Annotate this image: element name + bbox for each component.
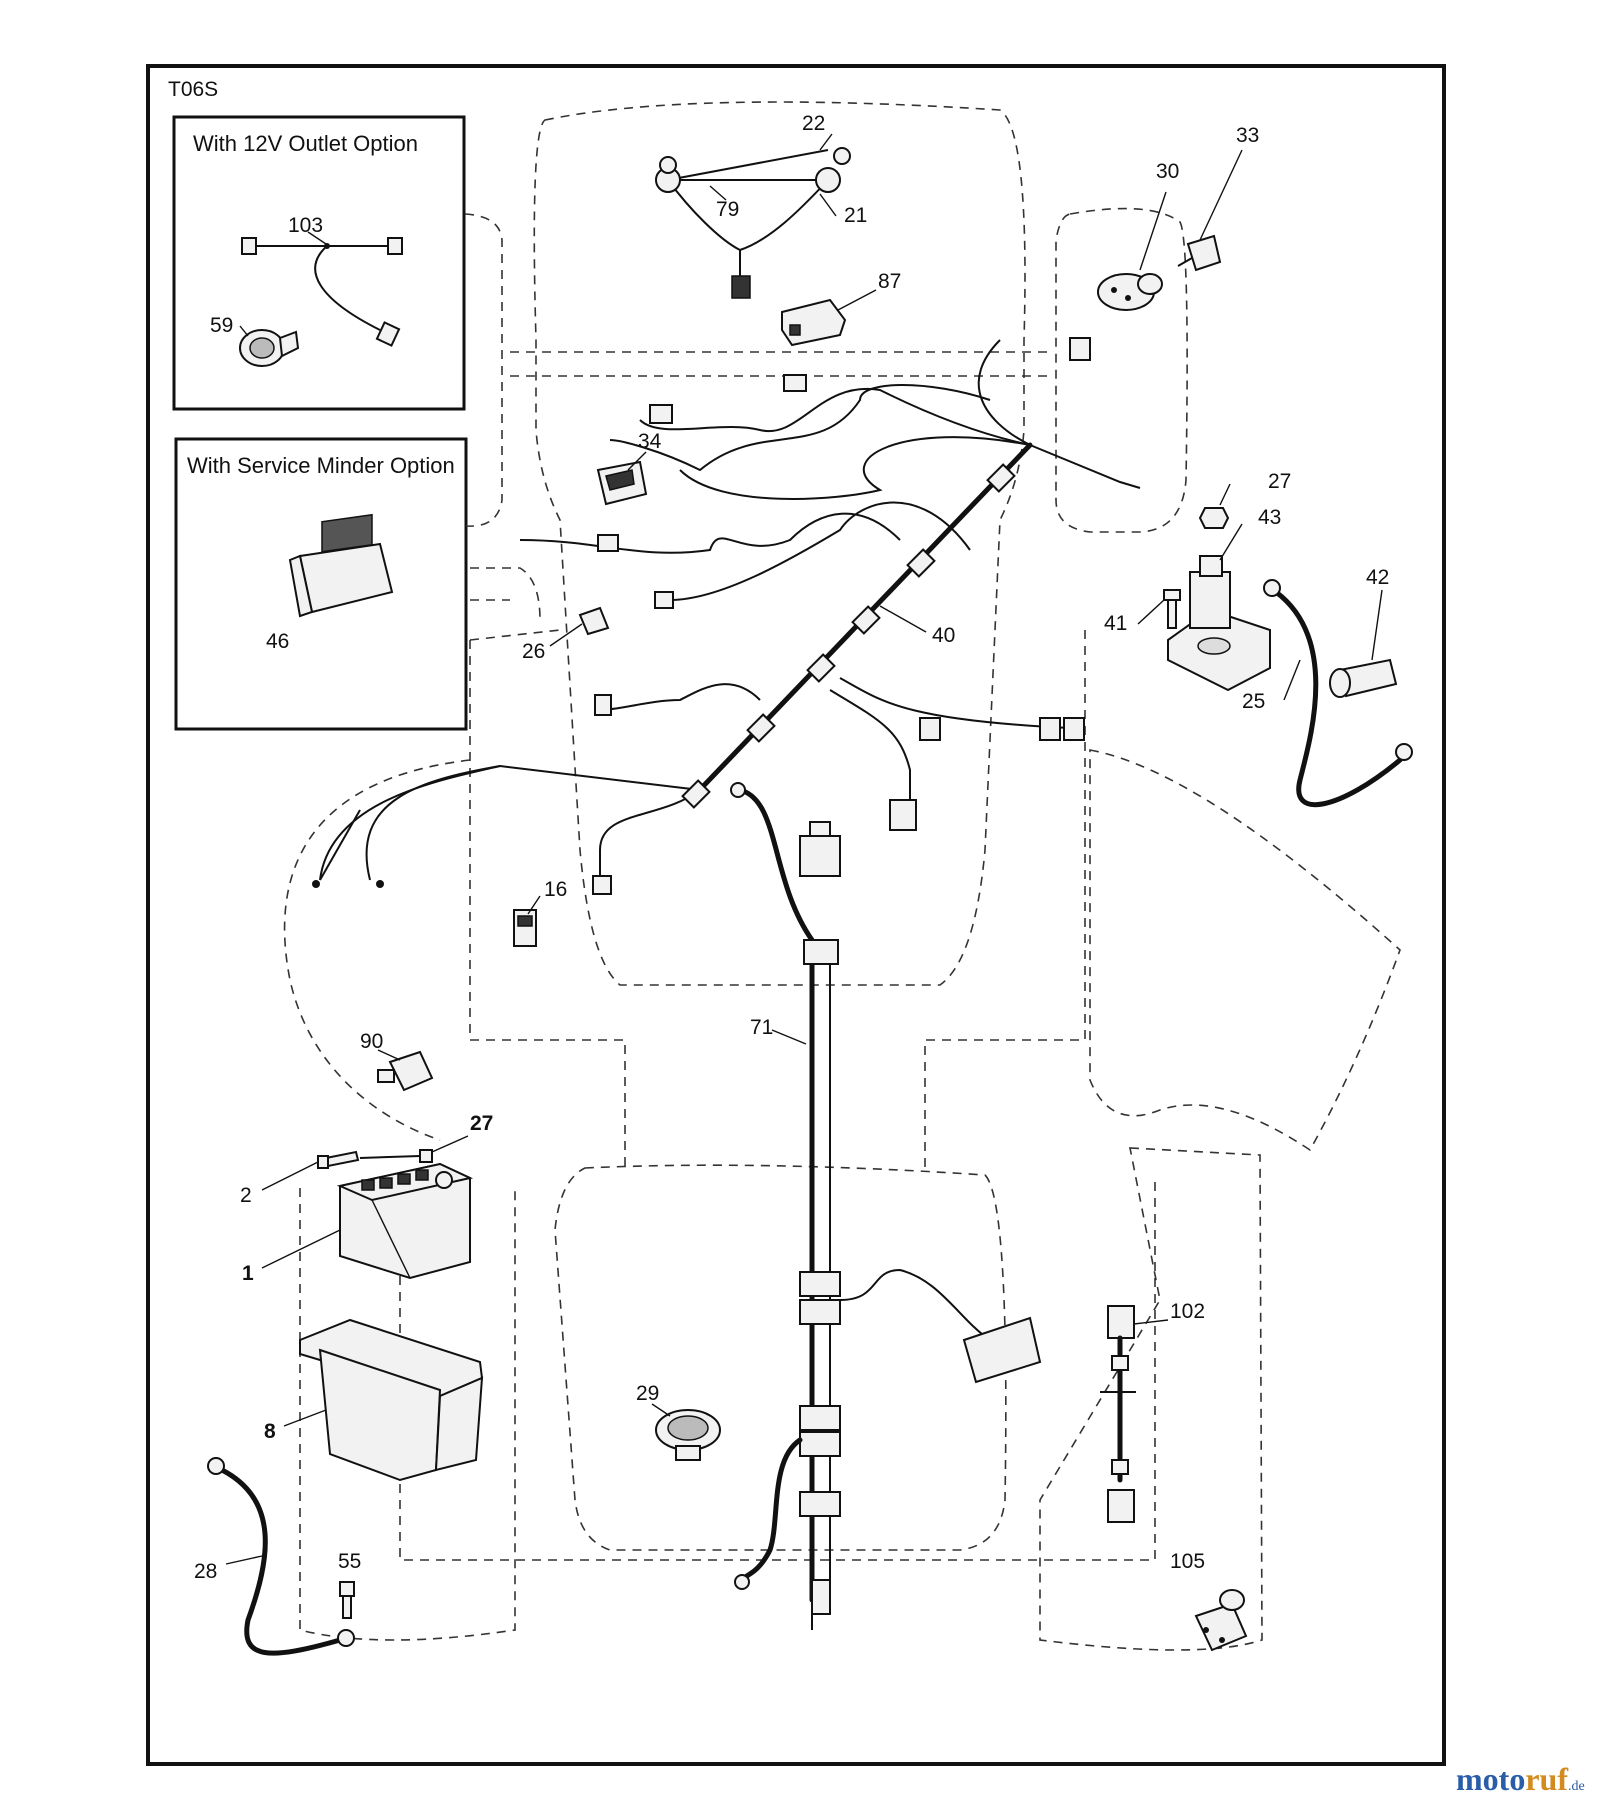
label-25: 25	[1242, 690, 1265, 713]
callout-labels: 22 21 79 87 30 33 34 27 43 41 42 25 40 2…	[194, 112, 1389, 1583]
label-28: 28	[194, 1560, 217, 1583]
label-16: 16	[544, 878, 567, 901]
part-59-outlet	[239, 329, 300, 367]
part-27-battery-nut	[359, 1149, 433, 1163]
diagram-frame	[146, 64, 1446, 1766]
part-102-harness	[1100, 1305, 1136, 1523]
tractor-outlines	[283, 101, 1401, 1651]
label-29: 29	[636, 1382, 659, 1405]
part-21-22-79-lights	[655, 147, 851, 299]
label-27-solenoid: 27	[1268, 470, 1291, 493]
label-59: 59	[210, 314, 233, 337]
part-27-nut	[1198, 507, 1230, 529]
label-71: 71	[750, 1016, 773, 1039]
outlet-option-title: With 12V Outlet Option	[193, 131, 418, 156]
label-42: 42	[1366, 566, 1389, 589]
part-46-service-minder	[288, 513, 394, 618]
label-33: 33	[1236, 124, 1259, 147]
part-34-switch	[596, 460, 648, 506]
part-87-relay	[781, 298, 847, 347]
part-41-bolt	[1163, 589, 1181, 629]
part-1-battery	[336, 1162, 474, 1280]
part-30-ignition-switch	[1097, 273, 1163, 311]
part-71-harness	[730, 782, 1042, 1630]
label-90: 90	[360, 1030, 383, 1053]
part-33-key	[1177, 234, 1222, 272]
part-43-solenoid	[1167, 555, 1271, 692]
part-2-bolt	[317, 1150, 360, 1169]
label-41: 41	[1104, 612, 1127, 635]
part-29-grommet	[655, 1409, 721, 1461]
label-87: 87	[878, 270, 901, 293]
part-28-cable	[207, 1457, 355, 1656]
part-25-cable	[1263, 579, 1413, 808]
label-79: 79	[716, 198, 739, 221]
label-30: 30	[1156, 160, 1179, 183]
part-103-harness	[241, 237, 403, 347]
leader-lines	[225, 133, 1383, 1565]
part-26-fuse	[578, 606, 610, 636]
service-minder-option-box: With Service Minder Option	[174, 437, 468, 731]
label-27-battery: 27	[470, 1112, 493, 1135]
part-90-plug	[377, 1050, 434, 1092]
part-105-solenoid	[1194, 1589, 1248, 1652]
part-40-main-harness	[312, 337, 1141, 895]
label-46: 46	[266, 630, 289, 653]
label-55: 55	[338, 1550, 361, 1573]
label-8: 8	[264, 1420, 276, 1443]
service-minder-option-title: With Service Minder Option	[187, 453, 455, 478]
label-21: 21	[844, 204, 867, 227]
label-103: 103	[288, 214, 323, 237]
diagram-code: T06S	[168, 78, 218, 101]
label-105: 105	[1170, 1550, 1205, 1573]
watermark-logo: motoruf.de	[1456, 1761, 1585, 1797]
part-8-battery-tray	[299, 1318, 484, 1482]
label-102: 102	[1170, 1300, 1205, 1323]
svg-text:motoruf.de: motoruf.de	[1456, 1761, 1585, 1797]
label-40: 40	[932, 624, 955, 647]
label-2: 2	[240, 1184, 252, 1207]
label-22: 22	[802, 112, 825, 135]
label-26: 26	[522, 640, 545, 663]
label-43: 43	[1258, 506, 1281, 529]
part-42-boot	[1329, 658, 1398, 698]
part-16-switch	[513, 909, 537, 947]
label-1: 1	[242, 1262, 254, 1285]
part-55-bolt	[339, 1581, 355, 1619]
outlet-option-box: With 12V Outlet Option	[172, 115, 466, 411]
label-34: 34	[638, 430, 662, 453]
